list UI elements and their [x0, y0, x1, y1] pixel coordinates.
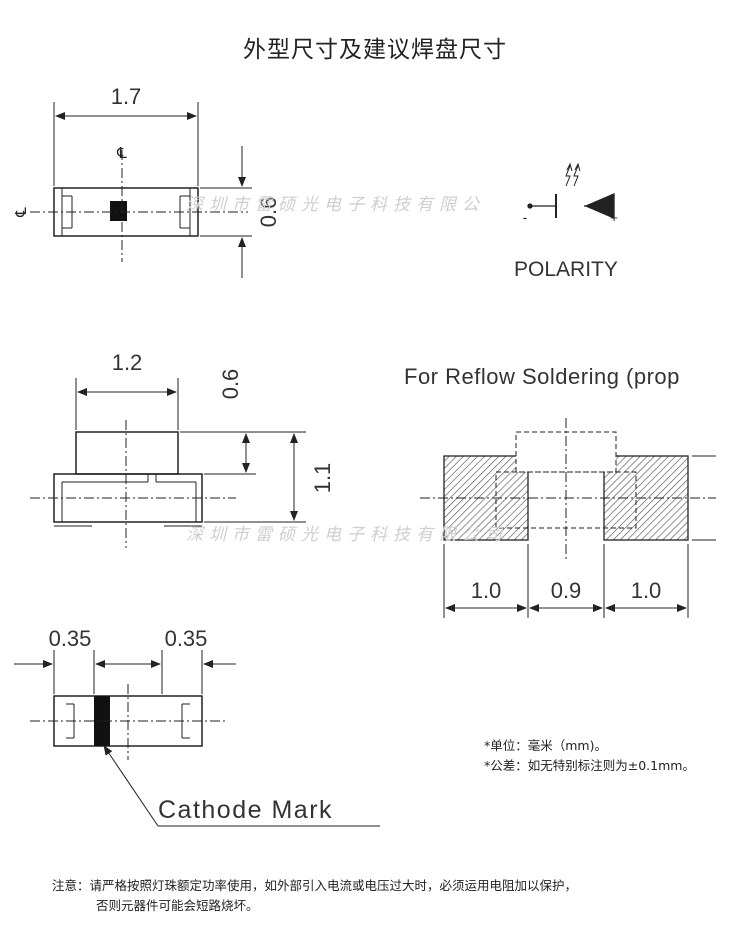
centerline-symbol-left: ℄	[13, 207, 30, 218]
lens-width-dim: 1.2	[112, 350, 143, 375]
bottom-left-dim: 0.35	[49, 626, 92, 651]
watermark-middle: 深圳市雷硕光电子科技有限公司	[186, 525, 508, 545]
units-notes: *单位：毫米（mm)。 *公差：如无特别标注则为±0.1mm。	[484, 736, 695, 776]
polarity-symbol	[527, 162, 615, 219]
pad-dim-right: 1.0	[631, 578, 662, 603]
polarity-minus: -	[523, 209, 528, 225]
total-height-dim: 1.1	[310, 463, 335, 494]
polarity-label: POLARITY	[514, 258, 618, 281]
polarity-plus: +	[610, 210, 618, 225]
gap-dim: 0.9	[551, 578, 582, 603]
top-height-dim: 0.6	[256, 197, 281, 228]
reflow-pad-layout	[420, 418, 716, 618]
page-title: 外型尺寸及建议焊盘尺寸	[243, 37, 507, 63]
reflow-heading: For Reflow Soldering (prop	[404, 364, 680, 389]
units-note: *单位：毫米（mm)。	[484, 738, 607, 753]
bottom-right-dim: 0.35	[165, 626, 208, 651]
top-width-dim: 1.7	[111, 84, 142, 109]
pad-dim-left: 1.0	[471, 578, 502, 603]
tolerance-note: *公差：如无特别标注则为±0.1mm。	[484, 758, 695, 773]
bottom-view	[14, 650, 380, 827]
cathode-mark-label: Cathode Mark	[158, 796, 333, 824]
watermark-top: 深圳市雷硕光电子科技有限公	[186, 195, 485, 215]
lens-height-dim: 0.6	[218, 369, 243, 400]
centerline-symbol-top: ℄	[116, 145, 127, 162]
caution-line-1: 注意：请严格按照灯珠额定功率使用，如外部引入电流或电压过大时，必须运用电阻加以保…	[52, 878, 578, 893]
caution-line-2: 否则元器件可能会短路烧坏。	[96, 898, 259, 913]
top-view	[30, 102, 252, 278]
caution-note: 注意：请严格按照灯珠额定功率使用，如外部引入电流或电压过大时，必须运用电阻加以保…	[52, 876, 577, 916]
side-view	[30, 378, 306, 548]
